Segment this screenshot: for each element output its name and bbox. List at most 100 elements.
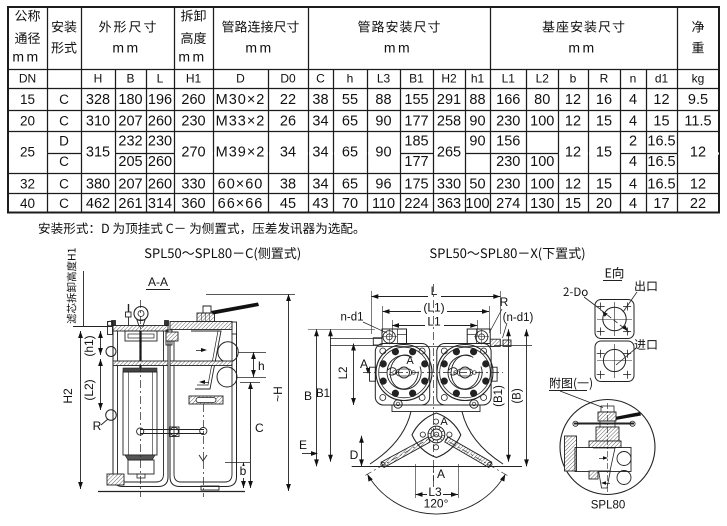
svg-text:90: 90 [375,145,391,161]
svg-text:25: 25 [20,145,35,160]
svg-text:88: 88 [469,92,485,108]
svg-text:232: 232 [118,134,142,150]
svg-text:177: 177 [404,154,428,170]
svg-text:156: 156 [496,134,520,150]
svg-text:40: 40 [20,196,35,211]
svg-text:b: b [240,464,247,478]
svg-text:b: b [570,72,577,86]
svg-text:M39×2: M39×2 [216,145,266,161]
svg-text:20: 20 [596,196,612,212]
svg-text:11.5: 11.5 [684,114,711,130]
svg-text:43: 43 [312,196,328,212]
svg-text:h: h [258,359,265,373]
svg-text:4: 4 [629,176,637,192]
svg-text:45: 45 [280,196,296,212]
svg-text:260: 260 [148,114,172,130]
svg-text:34: 34 [312,145,328,161]
svg-text:A: A [437,467,445,481]
svg-text:d1: d1 [655,72,669,86]
svg-text:12: 12 [690,145,706,161]
svg-text:SPL80: SPL80 [591,500,626,512]
svg-text:4: 4 [629,114,637,130]
svg-text:110: 110 [372,196,395,212]
svg-text:12: 12 [565,176,581,192]
svg-text:15: 15 [653,114,669,130]
svg-text:15: 15 [596,145,612,161]
svg-text:34: 34 [312,114,328,130]
svg-text:55: 55 [342,92,358,108]
svg-text:96: 96 [375,176,391,192]
svg-text:207: 207 [118,176,142,192]
svg-text:A: A [440,416,448,428]
svg-text:mm: mm [178,49,206,65]
svg-text:177: 177 [404,114,428,130]
svg-text:38: 38 [280,176,296,192]
svg-text:C: C [255,421,264,435]
svg-text:88: 88 [375,92,391,108]
svg-text:E: E [299,438,307,452]
svg-text:15: 15 [565,196,581,212]
svg-text:70: 70 [342,196,358,212]
svg-text:h: h [347,72,354,86]
svg-text:175: 175 [404,176,428,192]
svg-text:12: 12 [653,92,669,108]
svg-text:207: 207 [118,114,142,130]
svg-text:M30×2: M30×2 [216,92,266,108]
svg-text:100: 100 [530,154,554,170]
svg-text:34: 34 [280,145,296,161]
svg-text:310: 310 [86,114,110,130]
svg-text:100: 100 [465,196,489,212]
svg-text:C: C [59,154,69,169]
svg-text:4: 4 [629,154,637,170]
svg-text:12: 12 [690,176,706,192]
svg-text:C: C [316,72,325,86]
svg-text:90: 90 [469,114,485,130]
svg-text:(B1): (B1) [493,385,505,407]
svg-text:261: 261 [118,196,142,212]
svg-text:(L2): (L2) [82,379,96,400]
svg-text:12: 12 [565,114,581,130]
svg-text:65: 65 [342,176,358,192]
svg-text:15: 15 [20,92,35,107]
svg-text:B: B [126,72,134,86]
svg-text:mm: mm [245,40,273,56]
svg-text:L2: L2 [536,72,550,86]
svg-text:258: 258 [437,114,461,130]
svg-text:180: 180 [118,92,142,108]
svg-text:38: 38 [312,92,328,108]
svg-text:h1: h1 [471,72,485,86]
svg-text:H: H [94,72,103,86]
svg-text:65: 65 [342,145,358,161]
svg-text:314: 314 [148,196,172,212]
svg-text:17: 17 [653,196,669,212]
svg-text:80: 80 [534,92,550,108]
svg-text:230: 230 [496,114,520,130]
svg-text:100: 100 [530,176,554,192]
svg-text:166: 166 [496,92,520,108]
svg-text:L: L [157,72,164,86]
svg-text:D: D [59,134,69,149]
svg-text:(L1): (L1) [423,301,444,315]
svg-text:C: C [59,92,69,107]
svg-text:15: 15 [596,176,612,192]
svg-text:185: 185 [404,134,428,150]
svg-text:205: 205 [118,154,142,170]
svg-text:20: 20 [20,114,35,129]
svg-text:155: 155 [404,92,428,108]
svg-text:mm: mm [112,40,140,56]
svg-text:260: 260 [148,154,172,170]
svg-text:H1: H1 [186,72,202,86]
svg-text:R: R [93,419,102,433]
svg-text:D0: D0 [280,72,296,86]
svg-text:4: 4 [629,196,637,212]
svg-text:291: 291 [437,92,461,108]
svg-text:22: 22 [690,196,706,212]
svg-text:mm: mm [12,49,40,65]
svg-text:C: C [59,114,69,129]
svg-text:(n-d1): (n-d1) [503,312,534,324]
svg-text:224: 224 [404,196,428,212]
svg-text:66×66: 66×66 [218,196,264,212]
svg-text:9.5: 9.5 [688,92,708,108]
svg-text:12: 12 [565,92,581,108]
svg-text:(h1): (h1) [82,335,96,356]
